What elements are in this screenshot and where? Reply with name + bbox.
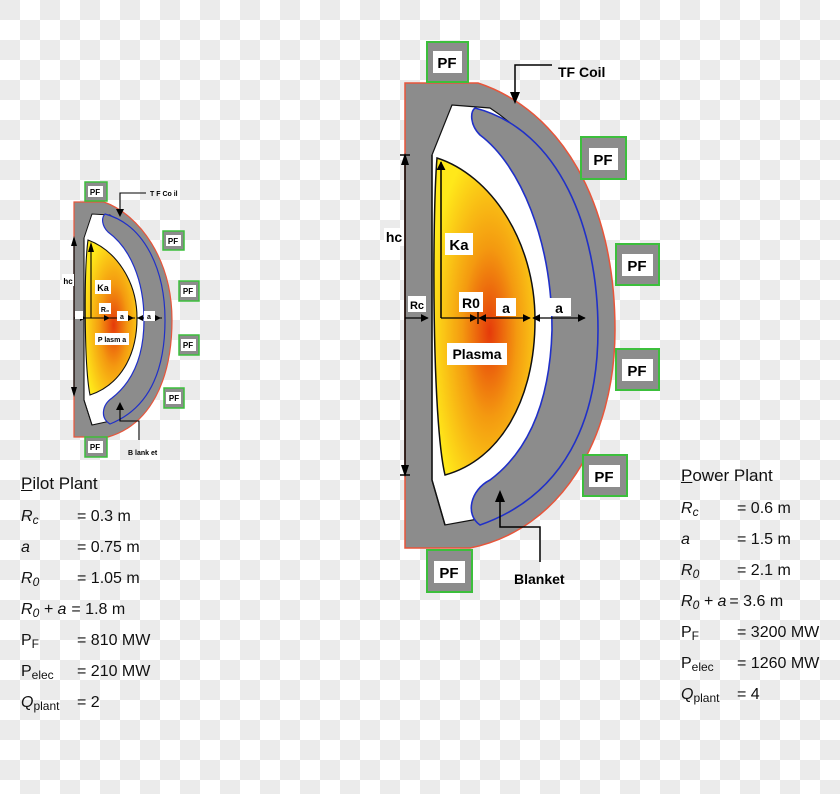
pf-coil: PF <box>426 41 469 83</box>
pf-coil: PF <box>162 230 185 251</box>
svg-text:PF: PF <box>627 258 646 275</box>
param-pelec: Pelec= 210 MW <box>21 663 151 682</box>
pf-coil: PF <box>615 243 660 286</box>
a-label-plasma: a <box>120 314 124 321</box>
power-plant-diagram: hc Ka Rc R0 a a Plasma TF Coil Blanket P… <box>384 41 660 593</box>
blanket-label: B lank et <box>128 450 158 457</box>
param-pf: PF= 3200 MW <box>681 624 820 643</box>
svg-text:PF: PF <box>627 363 646 380</box>
svg-text:PF: PF <box>593 152 612 169</box>
power-plant-title: Power Plant <box>681 466 773 485</box>
svg-text:PF: PF <box>168 237 178 246</box>
a-label-blanket: a <box>147 314 151 321</box>
hc-label: hc <box>63 277 73 286</box>
svg-text:PF: PF <box>183 341 193 350</box>
pilot-plant-title: Pilot Plant <box>21 474 98 493</box>
plasma-label: P lasm a <box>98 337 126 344</box>
param-a: a= 0.75 m <box>21 539 140 556</box>
pf-coil: PF <box>426 549 473 593</box>
plasma-label: Plasma <box>452 346 501 362</box>
blanket-region <box>470 107 599 526</box>
param-pelec: Pelec= 1260 MW <box>681 655 820 674</box>
rc-label: Rc <box>410 300 424 312</box>
a-label-blanket: a <box>555 300 563 316</box>
a-label-plasma: a <box>502 300 510 316</box>
param-qplant: Qplant= 2 <box>21 694 100 713</box>
pf-coil: PF <box>580 136 627 180</box>
blanket-region <box>102 213 166 425</box>
param-r0-plus-a: R0 + a= 3.6 m <box>681 593 784 612</box>
svg-text:PF: PF <box>90 188 100 197</box>
param-qplant: Qplant= 4 <box>681 686 760 705</box>
pf-coil: PF <box>615 348 660 391</box>
hc-label: hc <box>386 229 403 245</box>
pf-coil: PF <box>178 280 200 302</box>
param-r0: R0= 1.05 m <box>21 570 140 589</box>
blanket-label: Blanket <box>514 571 565 587</box>
pilot-plant-diagram: hc Ka R₀ a a P lasm a T F Co il B lank e… <box>62 181 200 458</box>
svg-text:PF: PF <box>90 443 100 452</box>
svg-text:PF: PF <box>169 394 179 403</box>
param-a: a= 1.5 m <box>681 531 791 548</box>
pf-coil: PF <box>84 181 108 202</box>
pf-coil: PF <box>178 334 200 356</box>
svg-text:PF: PF <box>183 287 193 296</box>
r0-label: R₀ <box>101 307 109 314</box>
param-r0-plus-a: R0 + a= 1.8 m <box>21 601 126 620</box>
r0-label: R0 <box>462 295 480 311</box>
svg-text:PF: PF <box>439 565 458 582</box>
svg-text:PF: PF <box>594 469 613 486</box>
param-rc: Rc= 0.3 m <box>21 508 131 527</box>
param-r0: R0= 2.1 m <box>681 562 791 581</box>
pf-coil: PF <box>163 387 185 409</box>
power-plant-params: Power Plant Rc= 0.6 m a= 1.5 m R0= 2.1 m… <box>681 466 819 717</box>
pf-coil: PF <box>582 454 628 497</box>
tf-coil-label: TF Coil <box>558 64 605 80</box>
pilot-plant-params: Pilot Plant Rc= 0.3 m a= 0.75 m R0= 1.05… <box>21 474 150 725</box>
param-pf: PF= 810 MW <box>21 632 151 651</box>
svg-text:PF: PF <box>437 55 456 72</box>
param-rc: Rc= 0.6 m <box>681 500 791 519</box>
ka-label: Ka <box>97 283 109 293</box>
tf-coil-label: T F Co il <box>150 191 178 198</box>
pf-coil: PF <box>84 436 108 458</box>
ka-label: Ka <box>449 237 469 254</box>
